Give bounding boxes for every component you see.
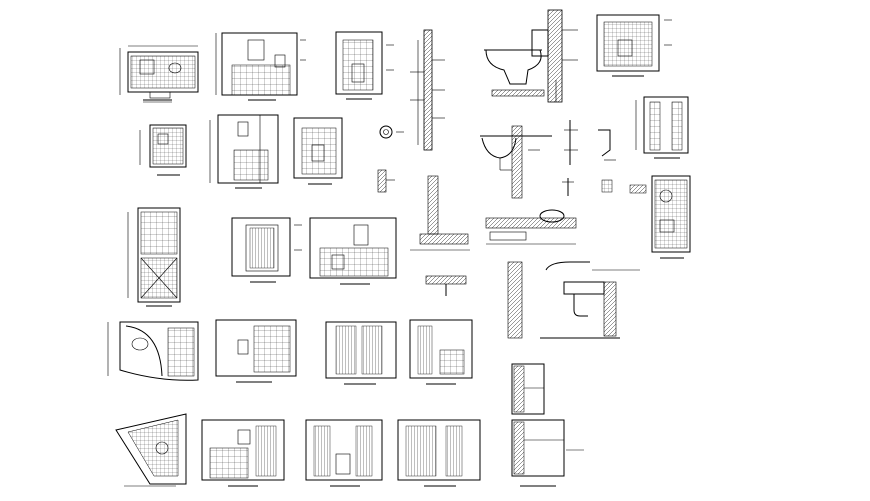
elevation-f3 bbox=[409, 319, 473, 385]
cabinet-section bbox=[511, 363, 584, 487]
basin-detail bbox=[377, 125, 404, 193]
elevation-c2 bbox=[293, 117, 343, 185]
section-wall-a bbox=[410, 29, 445, 151]
elevation-c1 bbox=[209, 114, 279, 189]
elevation-f2 bbox=[325, 321, 397, 385]
plan-e-curved bbox=[107, 321, 199, 381]
sink-section bbox=[507, 261, 640, 339]
floor-drain-section bbox=[410, 175, 470, 296]
plan-d bbox=[127, 207, 181, 307]
pipe-detail bbox=[480, 125, 552, 199]
elevation-d1 bbox=[635, 96, 689, 159]
elevation-a1 bbox=[215, 32, 306, 101]
elevation-f1 bbox=[215, 319, 297, 383]
elevation-g1 bbox=[201, 419, 285, 487]
elevation-e1 bbox=[231, 217, 302, 283]
plan-c bbox=[651, 175, 691, 259]
small-details bbox=[562, 120, 647, 196]
elevation-g2 bbox=[305, 419, 383, 487]
horizontal-section bbox=[485, 209, 577, 245]
plan-b bbox=[139, 124, 187, 176]
plan-a bbox=[119, 45, 199, 103]
elevation-g3 bbox=[397, 419, 481, 487]
plan-f-corner bbox=[115, 413, 187, 487]
toilet-profile bbox=[484, 9, 578, 103]
elevation-a2 bbox=[335, 31, 394, 100]
elevation-e2 bbox=[309, 217, 397, 285]
elevation-b1 bbox=[596, 14, 672, 77]
